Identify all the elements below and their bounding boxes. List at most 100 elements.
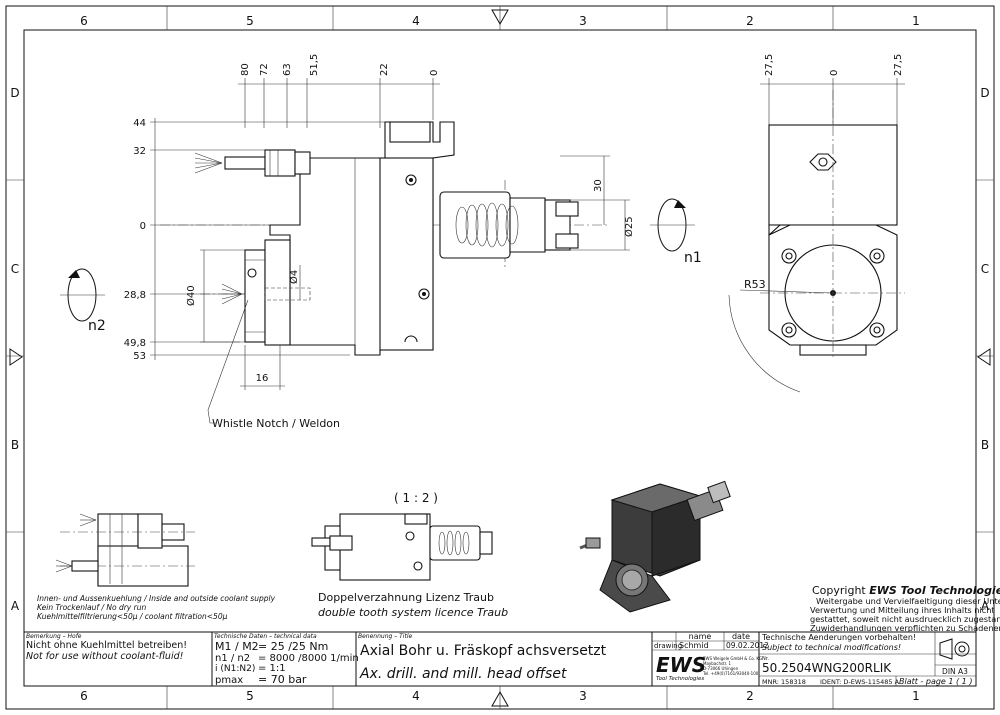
copyright-brand: EWS Tool Technologies [869,584,1000,597]
row-drawing: drawing [654,642,682,650]
coolant-schematic [55,513,195,587]
zone-row-right-2: C [981,262,989,276]
col-name: name [689,632,712,641]
zone-row-left-1: D [10,86,19,100]
product-render-3d [579,480,731,613]
ident: IDENT: D-EWS-115485 A [820,678,900,686]
zone-col-top-2: 5 [246,14,254,28]
label-n2: n2 [88,318,106,334]
zone-col-top-4: 3 [579,14,587,28]
coolant-note-3: Kuehlmittelfiltrierung<50µ / coolant fil… [37,612,228,621]
mnr: MNR: 158318 [762,678,806,686]
front-view: 27,5 0 27,5 R53 [728,54,905,393]
zone-col-top-5: 2 [746,14,754,28]
zone-ticks [6,6,994,709]
nr-label: Nr. [762,656,769,662]
part-number: 50.2504WNG200RLIK [762,661,892,675]
label-n1: n1 [684,250,702,266]
dim-28-8: 28,8 [124,290,146,301]
zone-col-bottom-3: 4 [412,689,420,703]
copyright-line-1: Copyright EWS Tool Technologies [812,584,1000,597]
remark-de: Nicht ohne Kuehlmittel betreiben! [26,640,187,651]
change-en: Subject to technical modifications! [762,643,901,652]
tech-n-val: = 8000 /8000 1/min [258,653,359,664]
company-line-3: D-73066 Uhingen [703,666,739,671]
remark-label: Bemerkung – Hofe [26,633,82,640]
remark-en: Not for use without coolant-fluid! [26,651,184,662]
caption-doppelverzahnung: Doppelverzahnung Lizenz Traub [318,591,494,604]
dim-dia-4: Ø4 [288,270,300,284]
zone-col-bottom-6: 1 [912,689,920,703]
front-dim-27-5-right: 27,5 [893,54,904,76]
dim-32: 32 [133,146,146,157]
title-en: Ax. drill. and mill. head offset [359,666,567,682]
zone-row-right-4: A [981,599,990,613]
copyright-prefix: Copyright [812,584,869,597]
front-bolts [781,248,885,338]
zone-row-left-3: B [11,438,19,452]
dim-44: 44 [133,118,146,129]
change-de: Technische Aenderungen vorbehalten! [761,633,916,642]
zone-col-bottom-5: 2 [746,689,754,703]
zone-col-top-1: 6 [80,14,88,28]
copyright-line-4: gestattet, soweit nicht ausdruecklich zu… [810,614,1000,624]
zone-row-right-1: D [980,86,989,100]
coolant-note-2: Kein Trockenlauf / No dry run [37,603,146,612]
coolant-note-1: Innen- und Aussenkuehlung / Inside and o… [37,594,276,603]
ews-logo: EWS [656,653,706,677]
rotation-arrow-n1 [650,198,695,252]
scale-label: ( 1 : 2 ) [394,491,438,505]
col-date: date [732,632,750,641]
dim-49-8: 49,8 [124,338,146,349]
drawer-name: Schmid [679,641,709,650]
tech-n-key: n1 / n2 [215,653,250,664]
front-dim-27-5-left: 27,5 [764,54,775,76]
zone-row-left-2: C [11,262,19,276]
copyright-line-3: Verwertung und Mitteilung ihres Inhalts … [810,605,995,615]
company-line-4: Tel. +49(0)7161/93040-100 [702,671,759,676]
dim-63: 63 [282,63,293,76]
company-line-1: EWS Weigele GmbH & Co. KG [703,656,762,661]
zone-col-bottom-2: 5 [246,689,254,703]
caption-double-tooth: double tooth system licence Traub [318,606,508,619]
dim-16: 16 [256,373,269,384]
title-block [24,631,976,686]
zone-col-top-3: 4 [412,14,420,28]
title-label: Benennung – Title [358,633,412,640]
drawing-date: 09.02.2012 [726,641,769,650]
front-r53: R53 [744,278,766,291]
sheet-page: Blatt - page 1 ( 1 ) [899,677,972,686]
zone-row-right-3: B [981,438,989,452]
side-view: 80 72 63 51,5 22 0 44 32 0 28,8 49,8 53 [60,54,702,430]
copyright-line-2: Weitergabe und Vervielfaeltigung dieser … [816,596,1000,606]
dim-22: 22 [379,63,390,76]
dim-80: 80 [240,63,251,76]
tech-m-val: = 25 /25 Nm [258,640,328,653]
dim-0-top: 0 [429,70,440,76]
scale-view [311,513,493,581]
dim-0-left: 0 [140,221,146,232]
tech-m-key: M1 / M2 [215,640,259,653]
company-line-2: Maybachstr. 1 [703,661,731,666]
dim-dia-40: Ø40 [185,285,197,306]
dim-53: 53 [133,351,146,362]
tech-p-val: = 70 bar [258,673,307,686]
callout-whistle-notch: Whistle Notch / Weldon [212,417,340,430]
zone-col-bottom-4: 3 [579,689,587,703]
dim-dia-25: Ø25 [623,216,635,237]
format-din: DIN A3 [942,667,968,676]
title-de: Axial Bohr u. Fräskopf achsversetzt [360,643,607,659]
zone-row-left-4: A [11,599,20,613]
tech-p-key: pmax [215,675,243,686]
dim-30: 30 [593,179,604,192]
zone-col-top-6: 1 [912,14,920,28]
tech-i-val: = 1:1 [258,663,286,674]
ews-logo-sub: Tool Technologies [656,676,704,682]
tech-i-key: i (N1:N2) [215,664,255,674]
copyright-block: Copyright EWS Tool Technologies Weiterga… [810,584,1000,633]
centering-marks [9,9,991,707]
projection-symbol-icon [939,638,970,660]
tech-label: Technische Daten – technical data [214,633,317,640]
dim-72: 72 [259,63,270,76]
